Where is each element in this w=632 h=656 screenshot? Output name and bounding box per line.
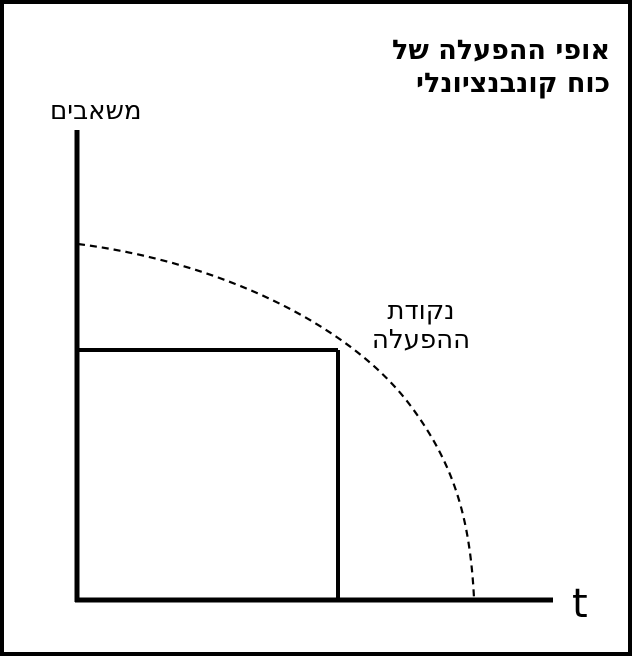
operating-point-label-line-1: נקודת [387, 296, 455, 326]
x-axis-label: t [572, 581, 588, 627]
plot-area [74, 130, 553, 603]
diagram-title: אופי ההפעלה של כוח קונבנציונלי [290, 34, 610, 100]
y-axis-label: משאבים [50, 96, 142, 126]
operating-point-label: נקודת ההפעלה [356, 297, 486, 355]
frontier-curve [77, 242, 476, 599]
title-line-2: כוח קונבנציונלי [416, 68, 610, 99]
title-line-1: אופי ההפעלה של [392, 35, 610, 66]
operating-point-label-line-2: ההפעלה [371, 325, 471, 355]
